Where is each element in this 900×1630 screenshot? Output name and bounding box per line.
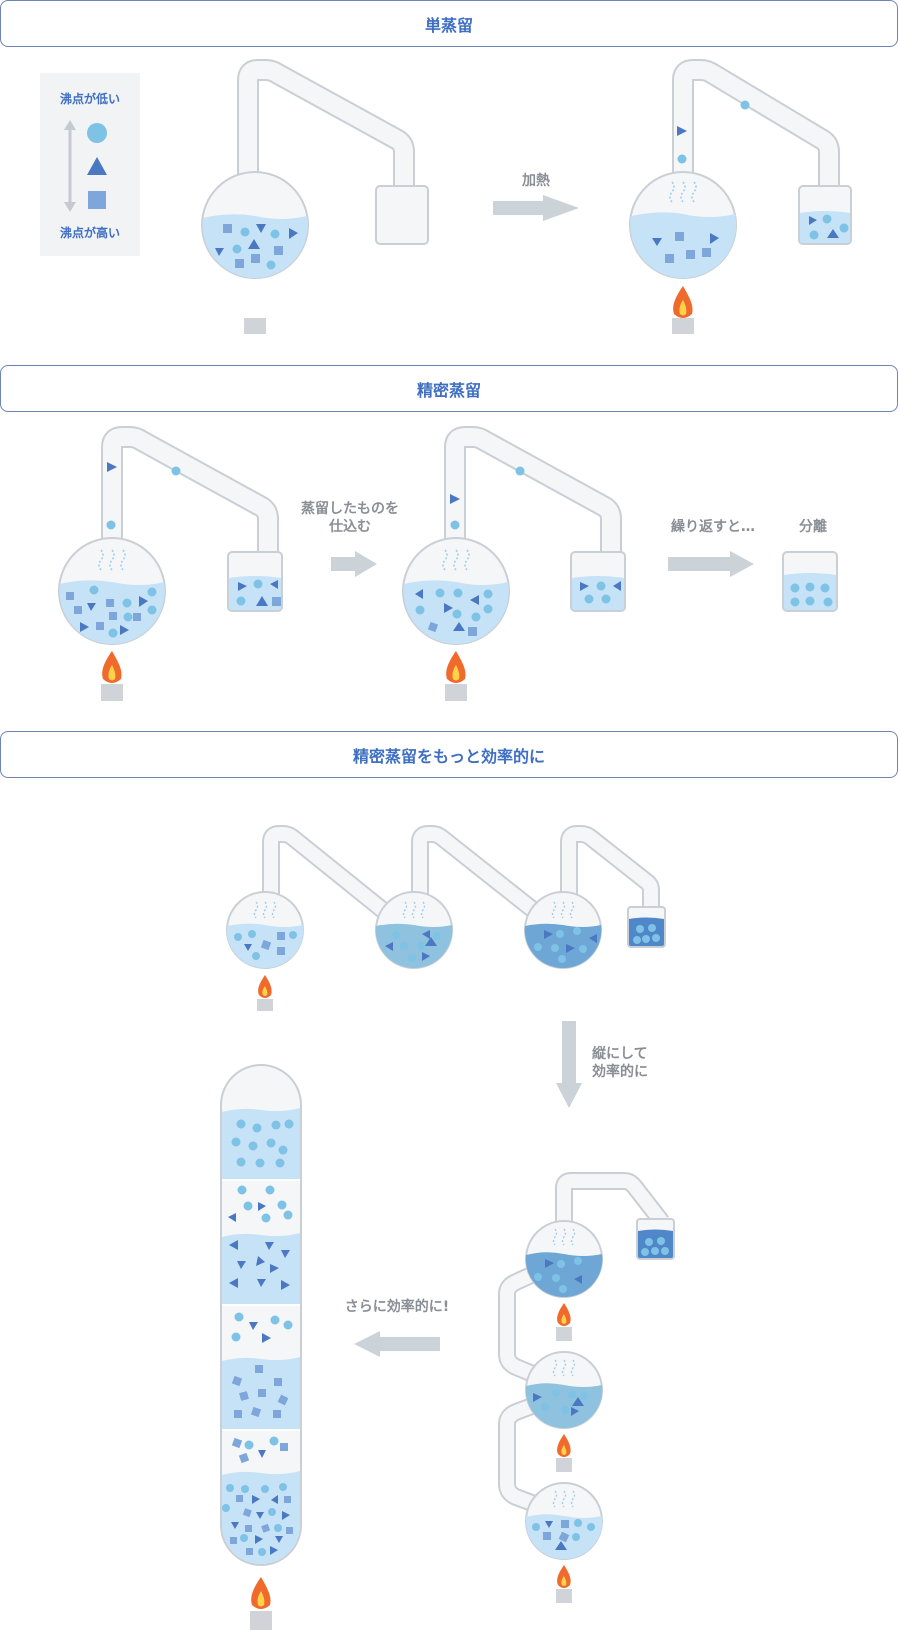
chained-flasks-horizontal [226,825,666,1011]
beaker-icon [375,185,429,245]
flame-icon [673,286,693,318]
arrow-right-icon [493,195,579,221]
precision-apparatus-1 [58,426,283,701]
boiling-point-legend: 沸点が低い 沸点が高い [40,73,140,256]
burner-icon [556,1327,572,1341]
precision-apparatus-2 [402,426,626,701]
flame-icon [446,651,466,683]
burner-icon [672,318,694,334]
stacked-flasks-vertical [498,1172,675,1603]
vertical-efficient-label: 縦にして 効率的に [592,1046,648,1080]
burner-icon [556,1458,572,1472]
flame-icon [557,1434,571,1457]
section-header-efficient-distillation: 精密蒸留をもっと効率的に [0,731,898,778]
legend-triangle-icon [87,157,107,175]
simple-apparatus-before [201,59,429,334]
heat-label: 加熱 [522,173,550,189]
flame-icon [102,651,122,683]
flame-icon [557,1303,571,1326]
burner-icon [244,318,266,334]
recharge-label: 蒸留したものを 仕込む [301,501,399,535]
legend-low-label: 沸点が低い [59,92,120,106]
burner-icon [445,684,467,701]
flame-icon [557,1565,571,1588]
section-header-simple-distillation: 単蒸留 [0,0,898,47]
distillation-column [220,1064,302,1630]
arrow-right-icon [668,551,754,577]
separated-beaker [782,551,838,612]
legend-circle-icon [87,123,107,143]
repeat-label: 繰り返すと… [671,519,755,535]
legend-high-label: 沸点が高い [59,226,120,240]
arrow-right-icon [331,551,377,577]
section-header-precision-distillation: 精密蒸留 [0,365,898,412]
burner-icon [101,684,123,701]
separate-label: 分離 [799,519,827,535]
burner-icon [556,1589,572,1603]
flame-icon [251,1577,271,1609]
arrow-down-icon [556,1021,582,1108]
burner-icon [257,999,273,1011]
legend-icons [64,120,107,212]
arrow-left-icon [354,1331,440,1357]
burner-icon [250,1611,272,1630]
legend-square-icon [88,191,106,209]
flame-icon [258,975,272,998]
more-efficient-label: さらに効率的に! [344,1299,450,1315]
simple-apparatus-after [629,59,852,334]
